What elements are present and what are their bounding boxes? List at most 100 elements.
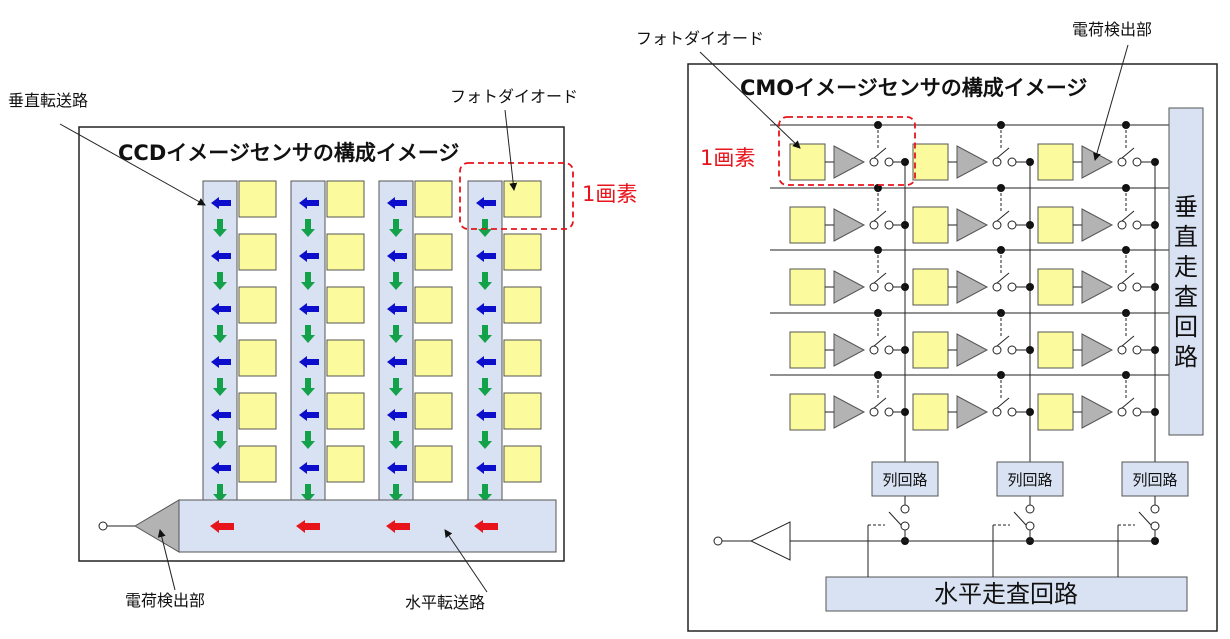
photodiode (414, 180, 453, 218)
green-transfer-arrow (478, 325, 492, 343)
switch-terminal (1007, 157, 1017, 167)
switch-blade (873, 397, 887, 409)
green-transfer-arrow (213, 484, 227, 502)
photodiode (912, 206, 949, 244)
photodiode (789, 206, 826, 244)
green-transfer-arrow (478, 378, 492, 396)
green-transfer-arrow (478, 219, 492, 237)
ccd-photodiode-label: フォトダイオード (450, 87, 578, 106)
vertical-scan-char: 回 (1174, 313, 1198, 341)
output-terminal (713, 536, 723, 546)
switch-terminal (1007, 220, 1017, 230)
cmos-bottom-circuit: 列回路列回路列回路 (713, 461, 1189, 577)
switch-blade (1121, 397, 1135, 409)
switch-terminal (884, 407, 894, 417)
ccd-columns (202, 180, 542, 502)
switch-blade (1138, 511, 1152, 526)
switch-terminal (992, 407, 1002, 417)
green-transfer-arrow (389, 484, 403, 502)
switch-blade (1121, 147, 1135, 159)
ccd-output-terminal (98, 521, 108, 531)
blue-transfer-arrow (476, 303, 496, 315)
switch-terminal (1132, 407, 1142, 417)
blue-transfer-arrow (211, 197, 231, 209)
switch-terminal (884, 282, 894, 292)
blue-transfer-arrow (299, 462, 319, 474)
switch-blade (873, 272, 887, 284)
blue-transfer-arrow (211, 462, 231, 474)
switch-terminal (1007, 407, 1017, 417)
photodiode (238, 445, 277, 483)
switch-terminal (1025, 521, 1035, 531)
photodiode (503, 286, 542, 324)
switch-terminal (1132, 282, 1142, 292)
blue-transfer-arrow (211, 409, 231, 421)
cmos-photodiode-pointer (699, 51, 801, 149)
switch-terminal (884, 157, 894, 167)
switch-terminal (869, 157, 879, 167)
vertical-scan-char: 直 (1174, 223, 1198, 251)
blue-transfer-arrow (387, 409, 407, 421)
blue-transfer-arrow (211, 356, 231, 368)
switch-terminal (1132, 157, 1142, 167)
blue-transfer-arrow (299, 303, 319, 315)
ccd-charge-detector-pointer (157, 529, 176, 591)
photodiode (238, 392, 277, 430)
vertical-scan-char: 走 (1174, 253, 1198, 281)
switch-terminal (1117, 282, 1127, 292)
photodiode (1037, 143, 1074, 181)
photodiode (1037, 393, 1074, 431)
green-transfer-arrow (213, 325, 227, 343)
photodiode (1037, 268, 1074, 306)
photodiode (789, 331, 826, 369)
photodiode (503, 445, 542, 483)
ccd-photodiode-pointer (504, 109, 518, 191)
ccd-pixel-highlight (459, 162, 574, 230)
photodiode (414, 392, 453, 430)
switch-terminal (992, 282, 1002, 292)
vertical-scan-char: 査 (1174, 283, 1198, 311)
blue-transfer-arrow (387, 250, 407, 262)
green-transfer-arrow (389, 219, 403, 237)
blue-transfer-arrow (299, 356, 319, 368)
ccd-title: CCDイメージセンサの構成イメージ (118, 141, 459, 165)
blue-transfer-arrow (476, 462, 496, 474)
blue-transfer-arrow (387, 356, 407, 368)
green-transfer-arrow (478, 272, 492, 290)
cmos-grid (770, 121, 1169, 462)
photodiode (789, 393, 826, 431)
photodiode (414, 233, 453, 271)
ccd-vertical-transfer-pointer (59, 123, 206, 206)
blue-transfer-arrow (476, 250, 496, 262)
photodiode (414, 286, 453, 324)
ccd-panel: CCDイメージセンサの構成イメージ 1画素 垂直転送路 フォトダイオード 電荷検… (8, 87, 637, 612)
photodiode (1037, 331, 1074, 369)
blue-transfer-arrow (299, 409, 319, 421)
vertical-scan-circuit (1168, 107, 1204, 436)
switch-terminal (869, 345, 879, 355)
switch-terminal (1117, 407, 1127, 417)
blue-transfer-arrow (387, 462, 407, 474)
switch-terminal (1117, 157, 1127, 167)
cmos-panel: CMOイメージセンサの構成イメージ 垂直走査回路 水平走査回路 列回路列回路列回… (636, 20, 1218, 632)
ccd-horizontal-transfer-pointer (444, 529, 488, 593)
red-transfer-arrow (296, 520, 320, 533)
switch-terminal (1132, 220, 1142, 230)
switch-blade (996, 272, 1010, 284)
switch-terminal (900, 521, 910, 531)
blue-transfer-arrow (299, 250, 319, 262)
photodiode (503, 233, 542, 271)
switch-blade (873, 147, 887, 159)
switch-blade (1121, 272, 1135, 284)
green-transfer-arrow (213, 272, 227, 290)
column-circuit (871, 461, 939, 497)
blue-transfer-arrow (299, 197, 319, 209)
photodiode (789, 268, 826, 306)
red-transfer-arrow (210, 520, 234, 533)
blue-transfer-arrow (387, 303, 407, 315)
green-transfer-arrow (301, 378, 315, 396)
photodiode (238, 339, 277, 377)
switch-terminal (992, 157, 1002, 167)
vertical-scan-char: 垂 (1174, 193, 1198, 221)
red-transfer-arrow (474, 520, 498, 533)
